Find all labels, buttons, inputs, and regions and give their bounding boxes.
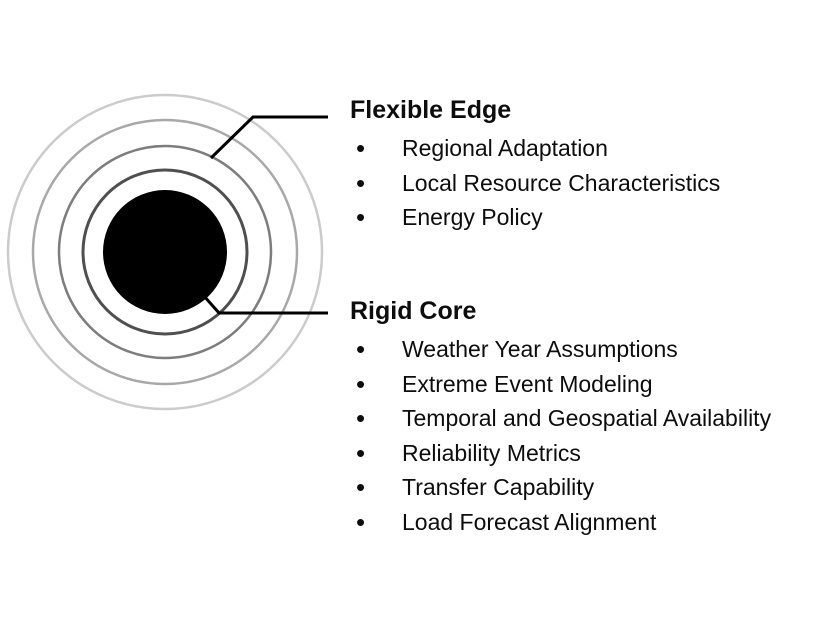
list-item: Temporal and Geospatial Availability	[350, 401, 771, 436]
list-item-label: Extreme Event Modeling	[402, 370, 653, 397]
inner-ring	[81, 168, 249, 336]
second-ring	[57, 144, 273, 360]
rigid-core-circle	[103, 190, 227, 314]
rigid-core-callout-line	[202, 295, 328, 315]
list-item: Transfer Capability	[350, 470, 771, 505]
rigid-core-section: Rigid Core Weather Year Assumptions Extr…	[350, 295, 771, 539]
list-item-label: Weather Year Assumptions	[402, 336, 678, 362]
rigid-core-title: Rigid Core	[350, 297, 477, 325]
list-item-label: Regional Adaptation	[402, 135, 608, 161]
flexible-edge-title: Flexible Edge	[350, 96, 512, 124]
list-item: Weather Year Assumptions	[350, 332, 771, 367]
list-item-label: Reliability Metrics	[402, 439, 581, 466]
outer-ring	[6, 93, 324, 411]
list-item-label: Load Forecast Alignment	[402, 508, 657, 535]
list-item: Regional Adaptation	[350, 131, 720, 166]
list-item: Local Resource Characteristics	[350, 166, 720, 201]
list-item-label: Local Resource Characteristics	[402, 169, 721, 196]
list-item-label: Temporal and Geospatial Availability	[402, 405, 772, 431]
list-item: Load Forecast Alignment	[350, 505, 771, 540]
third-ring	[31, 118, 299, 386]
flexible-edge-callout-line	[209, 115, 328, 160]
rigid-core-list: Weather Year Assumptions Extreme Event M…	[350, 332, 771, 539]
list-item: Energy Policy	[350, 200, 720, 235]
flexible-edge-section: Flexible Edge Regional Adaptation Local …	[350, 94, 720, 235]
list-item: Extreme Event Modeling	[350, 367, 771, 402]
list-item-label: Energy Policy	[402, 204, 543, 230]
list-item-label: Transfer Capability	[402, 474, 595, 500]
list-item: Reliability Metrics	[350, 436, 771, 471]
flexible-edge-list: Regional Adaptation Local Resource Chara…	[350, 131, 720, 235]
